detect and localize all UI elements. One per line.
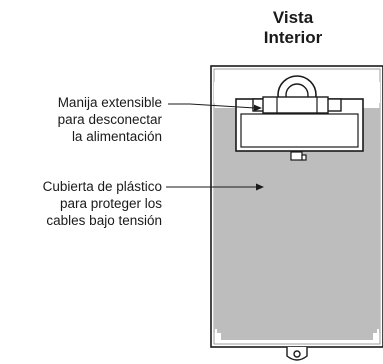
callout-1-line-3: la alimentación <box>71 129 162 144</box>
leader-line-handle <box>168 103 262 112</box>
callout-2-line-3: cables bajo tensión <box>46 213 162 228</box>
callout-1-line-1: Manija extensible <box>57 95 162 110</box>
plastic-cover <box>214 108 380 340</box>
title-line-1: Vista <box>272 8 314 27</box>
callout-plastic-cover: Cubierta de plástico para proteger los c… <box>43 178 162 229</box>
callout-2-line-1: Cubierta de plástico <box>42 179 162 194</box>
title-line-2: Interior <box>263 28 323 47</box>
plug-icon <box>290 151 307 161</box>
leader-line-cover <box>166 183 264 191</box>
mounting-tab <box>286 347 308 361</box>
view-title: Vista Interior <box>238 8 348 48</box>
callout-2-line-2: para proteger los <box>59 196 162 211</box>
callout-1-line-2: para desconectar <box>57 112 162 127</box>
callout-extensible-handle: Manija extensible para desconectar la al… <box>58 94 162 145</box>
